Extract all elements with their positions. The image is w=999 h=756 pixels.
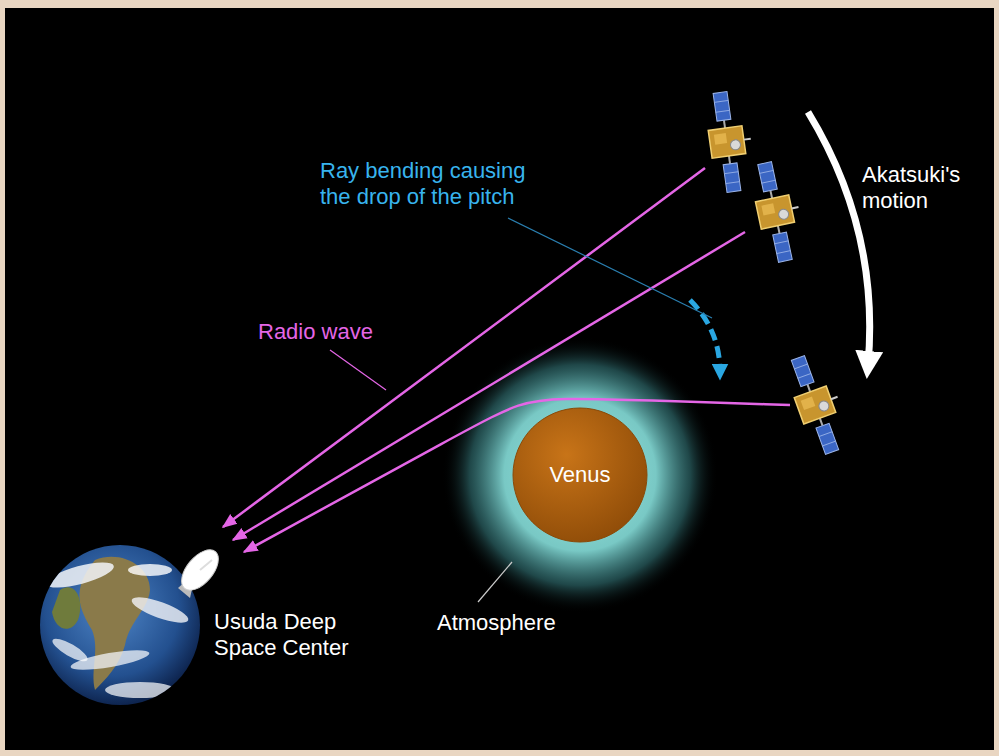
motion-arrow: [808, 112, 870, 365]
earth: [40, 545, 200, 705]
antenna-dish: [175, 543, 226, 598]
akatsuki-spacecraft: [782, 350, 855, 458]
motion-label: Akatsuki's motion: [862, 162, 988, 214]
planet-circle: Venus: [512, 407, 648, 543]
akatsuki-spacecraft: [703, 89, 758, 194]
radio-wave-ray: [233, 232, 745, 540]
leader-line: [330, 350, 386, 390]
callout-text: Ray bending causing the drop of the pitc…: [320, 158, 558, 210]
akatsuki-spacecraft: [748, 158, 809, 264]
leader-line: [508, 218, 712, 318]
wave-label: Radio wave: [258, 319, 373, 345]
planet-name: Venus: [549, 462, 610, 488]
bending-arrow: [690, 300, 720, 372]
radio-wave-ray: [244, 399, 790, 552]
atmosphere-glow: [442, 337, 718, 613]
space-background: [5, 8, 994, 750]
station-label: Usuda Deep Space Center: [214, 609, 374, 661]
atmosphere-label: Atmosphere: [437, 610, 556, 636]
leader-line: [478, 562, 512, 602]
